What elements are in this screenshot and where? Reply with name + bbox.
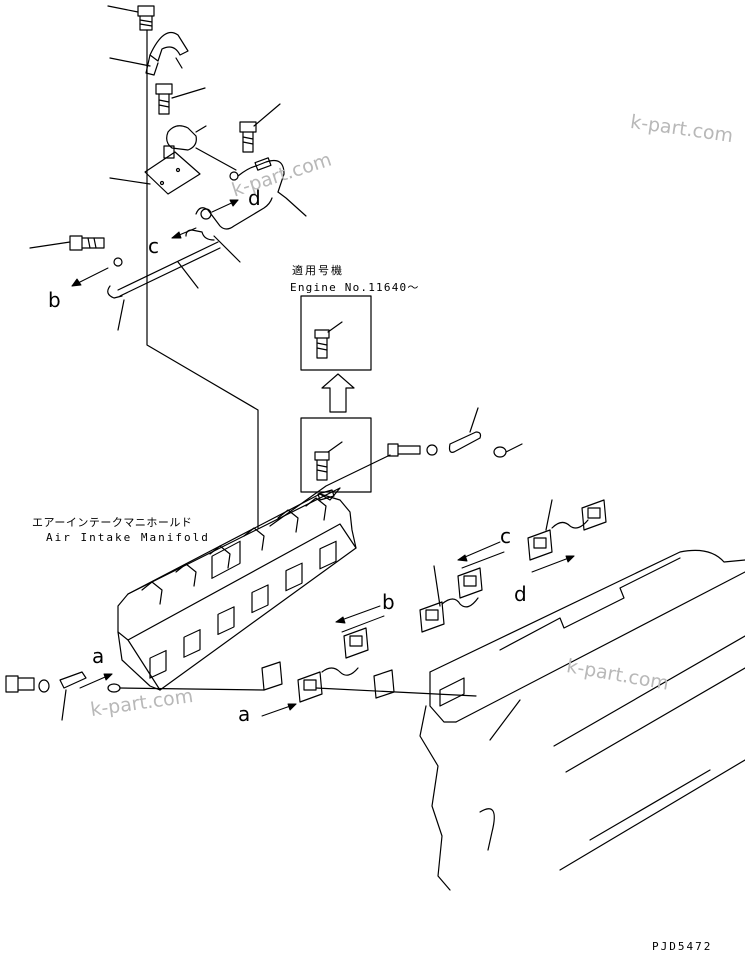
applicable-box-new xyxy=(300,295,372,371)
left-bolt xyxy=(29,235,123,267)
applicable-engine-no: Engine No.11640～ xyxy=(290,281,420,294)
callout-a-right: a xyxy=(238,702,251,726)
callout-a-left: a xyxy=(92,644,105,668)
arrows-top xyxy=(71,199,239,287)
sensor-plate xyxy=(109,151,201,195)
callout-c-top: c xyxy=(148,234,159,258)
callout-d-right: d xyxy=(514,582,527,606)
manifold-label-en: Air Intake Manifold xyxy=(46,531,210,544)
callout-d-top: d xyxy=(248,186,261,210)
drawing-code: PJD5472 xyxy=(652,940,713,953)
callout-b-right: b xyxy=(382,590,395,614)
leader-line xyxy=(269,454,391,527)
small-bolt xyxy=(239,103,281,153)
engine-block xyxy=(419,549,745,891)
callout-c-right: c xyxy=(500,524,511,548)
hose-upper xyxy=(185,157,307,263)
mount-bolt xyxy=(155,83,206,115)
arrows-right xyxy=(79,541,575,717)
upgrade-arrow xyxy=(321,373,355,413)
heater-elements xyxy=(261,499,607,703)
leader-line xyxy=(146,29,259,529)
applicable-jp: 適用号機 xyxy=(292,264,344,277)
bracket-parts xyxy=(317,407,523,501)
top-bolt xyxy=(107,5,155,31)
pipe-line xyxy=(107,241,221,331)
left-parts xyxy=(5,671,477,721)
callout-b-left: b xyxy=(48,288,61,312)
manifold-label-jp: エアーインテークマニホールド xyxy=(32,516,193,529)
clamp-bracket xyxy=(109,31,189,76)
intake-manifold xyxy=(117,487,357,691)
sensor xyxy=(163,125,237,171)
